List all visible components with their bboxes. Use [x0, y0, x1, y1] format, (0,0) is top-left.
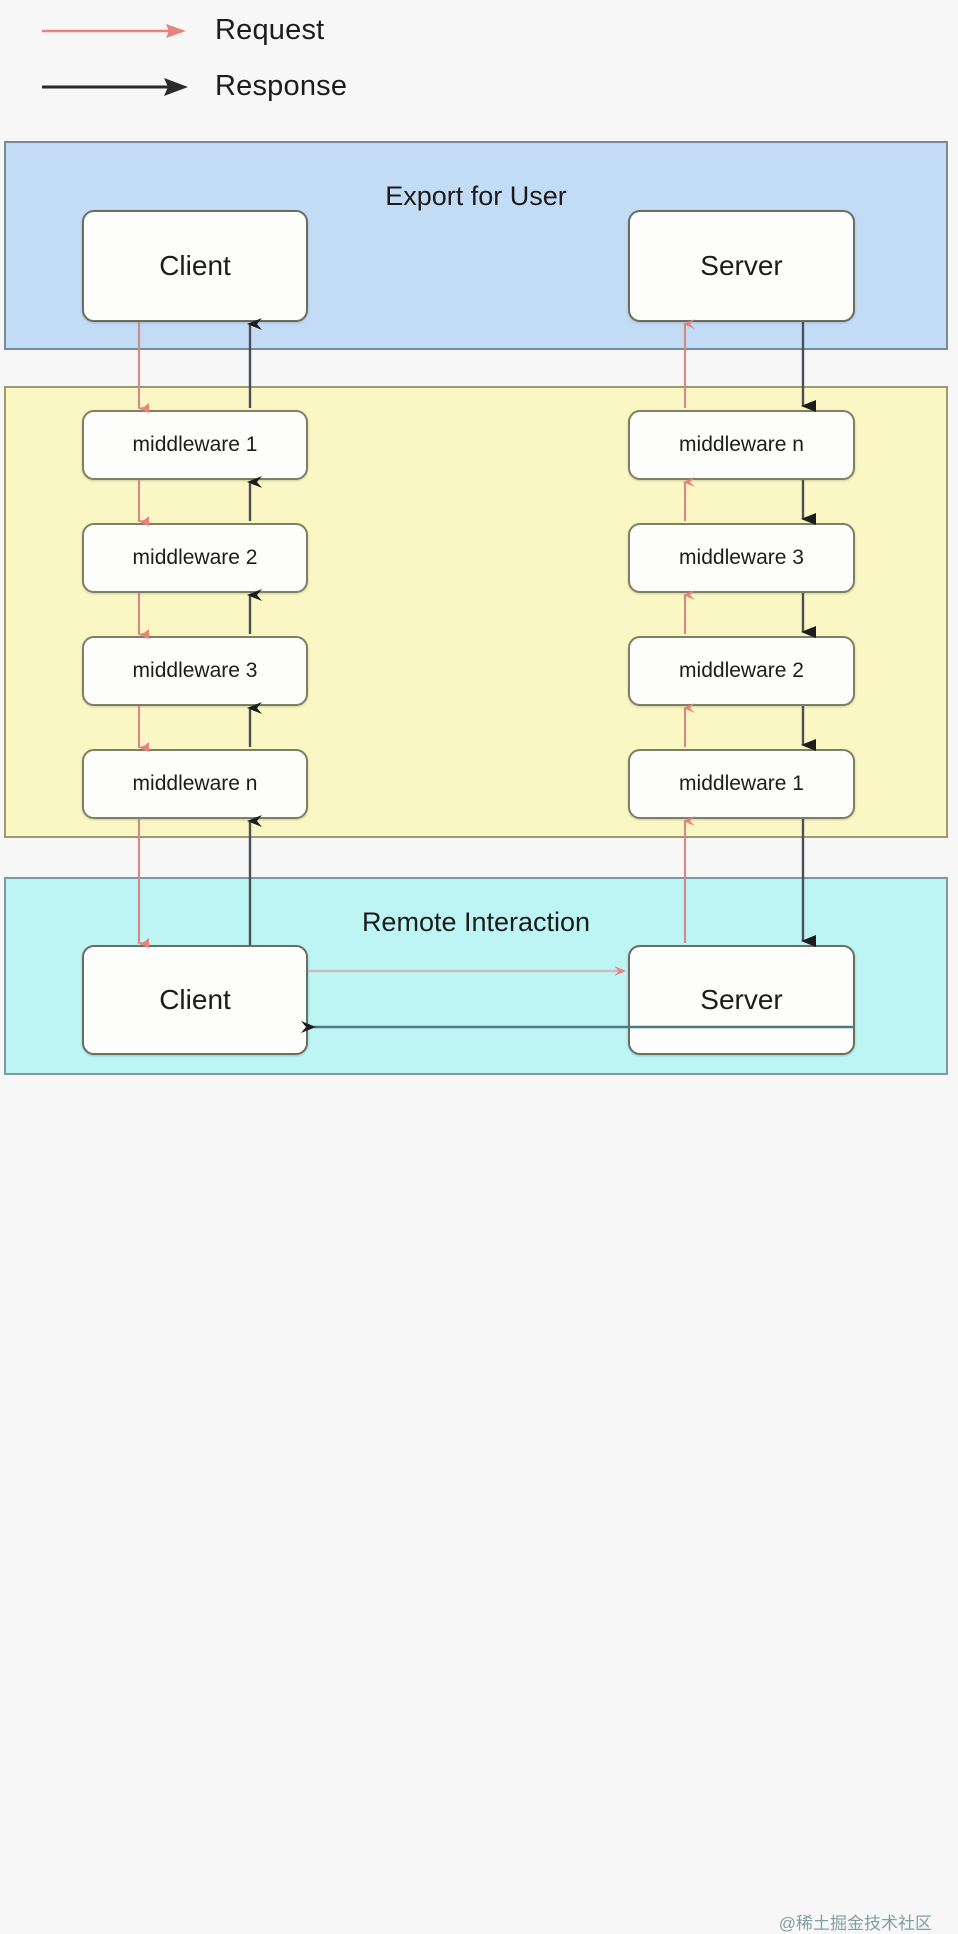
node-remote-server[interactable]: Server: [628, 945, 855, 1055]
legend-item-response: Response: [40, 70, 347, 103]
node-middleware-right-4[interactable]: middleware 1: [628, 749, 855, 819]
section-title-remote-interaction: Remote Interaction: [361, 907, 591, 937]
node-middleware-left-4[interactable]: middleware n: [82, 749, 308, 819]
watermark: @稀土掘金技术社区: [778, 1914, 932, 1933]
node-remote-client[interactable]: Client: [82, 945, 308, 1055]
legend: Request Response: [0, 0, 958, 131]
node-middleware-right-1[interactable]: middleware n: [628, 410, 855, 480]
request-arrow-icon: [42, 23, 186, 38]
node-user-server[interactable]: Server: [628, 210, 855, 322]
response-arrow-icon: [42, 77, 188, 96]
legend-label-response: Response: [215, 70, 348, 102]
node-middleware-right-3[interactable]: middleware 2: [628, 636, 855, 706]
node-middleware-left-1[interactable]: middleware 1: [82, 410, 308, 480]
section-title-export-for-user: Export for User: [385, 181, 567, 211]
node-user-client[interactable]: Client: [82, 210, 308, 322]
node-middleware-left-3[interactable]: middleware 3: [82, 636, 308, 706]
legend-label-request: Request: [215, 14, 325, 46]
legend-item-request: Request: [40, 14, 324, 47]
node-middleware-left-2[interactable]: middleware 2: [82, 523, 308, 593]
node-middleware-right-2[interactable]: middleware 3: [628, 523, 855, 593]
